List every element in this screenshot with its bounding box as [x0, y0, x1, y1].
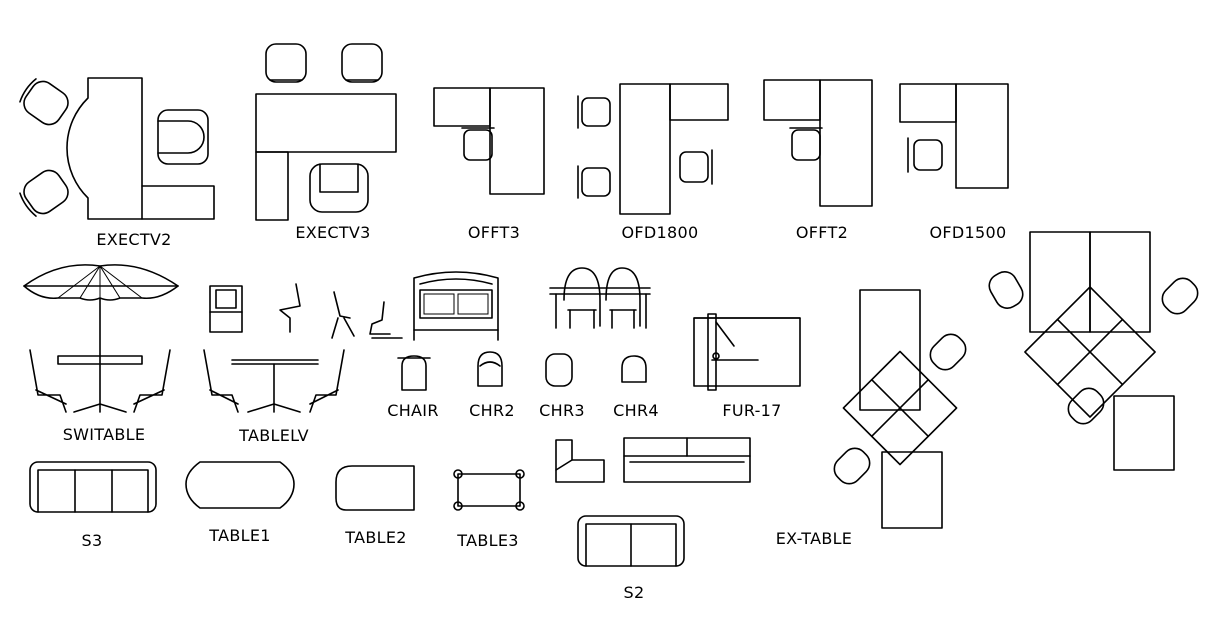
sofa-3-seat-block[interactable] — [29, 461, 157, 513]
chair-3-block[interactable] — [545, 353, 573, 387]
sofa-2-seat-block[interactable] — [577, 515, 685, 567]
executive-desk-2-block[interactable] — [16, 74, 215, 220]
label-ex-table: EX-TABLE — [776, 529, 852, 548]
ex-table-cluster-block[interactable] — [829, 231, 1202, 529]
label-exectv2: EXECTV2 — [96, 230, 171, 249]
label-chr4: CHR4 — [613, 401, 659, 420]
label-chr2: CHR2 — [469, 401, 515, 420]
chair-block[interactable] — [397, 355, 431, 391]
chair-4-block[interactable] — [621, 355, 647, 383]
label-s3: S3 — [82, 531, 103, 550]
office-table-2-block[interactable] — [763, 79, 873, 207]
armchair-elevation-block[interactable] — [555, 439, 605, 483]
label-s2: S2 — [624, 583, 645, 602]
label-exectv3: EXECTV3 — [295, 223, 370, 242]
label-chr3: CHR3 — [539, 401, 585, 420]
fur-17-drafting-table-block[interactable] — [693, 313, 801, 391]
label-table1: TABLE1 — [208, 526, 270, 545]
swim-table-umbrella-block[interactable] — [23, 264, 179, 413]
label-ofd1800: OFD1800 — [622, 223, 699, 242]
label-chair: CHAIR — [387, 401, 438, 420]
label-ofd1500: OFD1500 — [930, 223, 1007, 242]
label-fur17: FUR-17 — [722, 401, 781, 420]
chair-2-block[interactable] — [477, 351, 503, 387]
table-3-block[interactable] — [453, 469, 525, 511]
bed-elevation-block[interactable] — [413, 271, 499, 341]
chairs-elevation-block[interactable] — [549, 267, 651, 329]
label-tablelv: TABLELV — [238, 426, 309, 445]
executive-desk-3-block[interactable] — [255, 43, 397, 221]
office-desk-1500-block[interactable] — [899, 83, 1009, 189]
label-table3: TABLE3 — [456, 531, 518, 550]
sofa-elevation-block[interactable] — [623, 437, 751, 483]
table-1-block[interactable] — [185, 461, 295, 509]
table-2-block[interactable] — [335, 465, 415, 511]
table-lv-block[interactable] — [203, 283, 403, 413]
office-table-3-block[interactable] — [433, 87, 545, 195]
label-table2: TABLE2 — [344, 528, 406, 547]
label-offt3: OFFT3 — [468, 223, 520, 242]
office-desk-1800-block[interactable] — [577, 83, 729, 215]
label-switable: SWITABLE — [63, 425, 146, 444]
label-offt2: OFFT2 — [796, 223, 848, 242]
